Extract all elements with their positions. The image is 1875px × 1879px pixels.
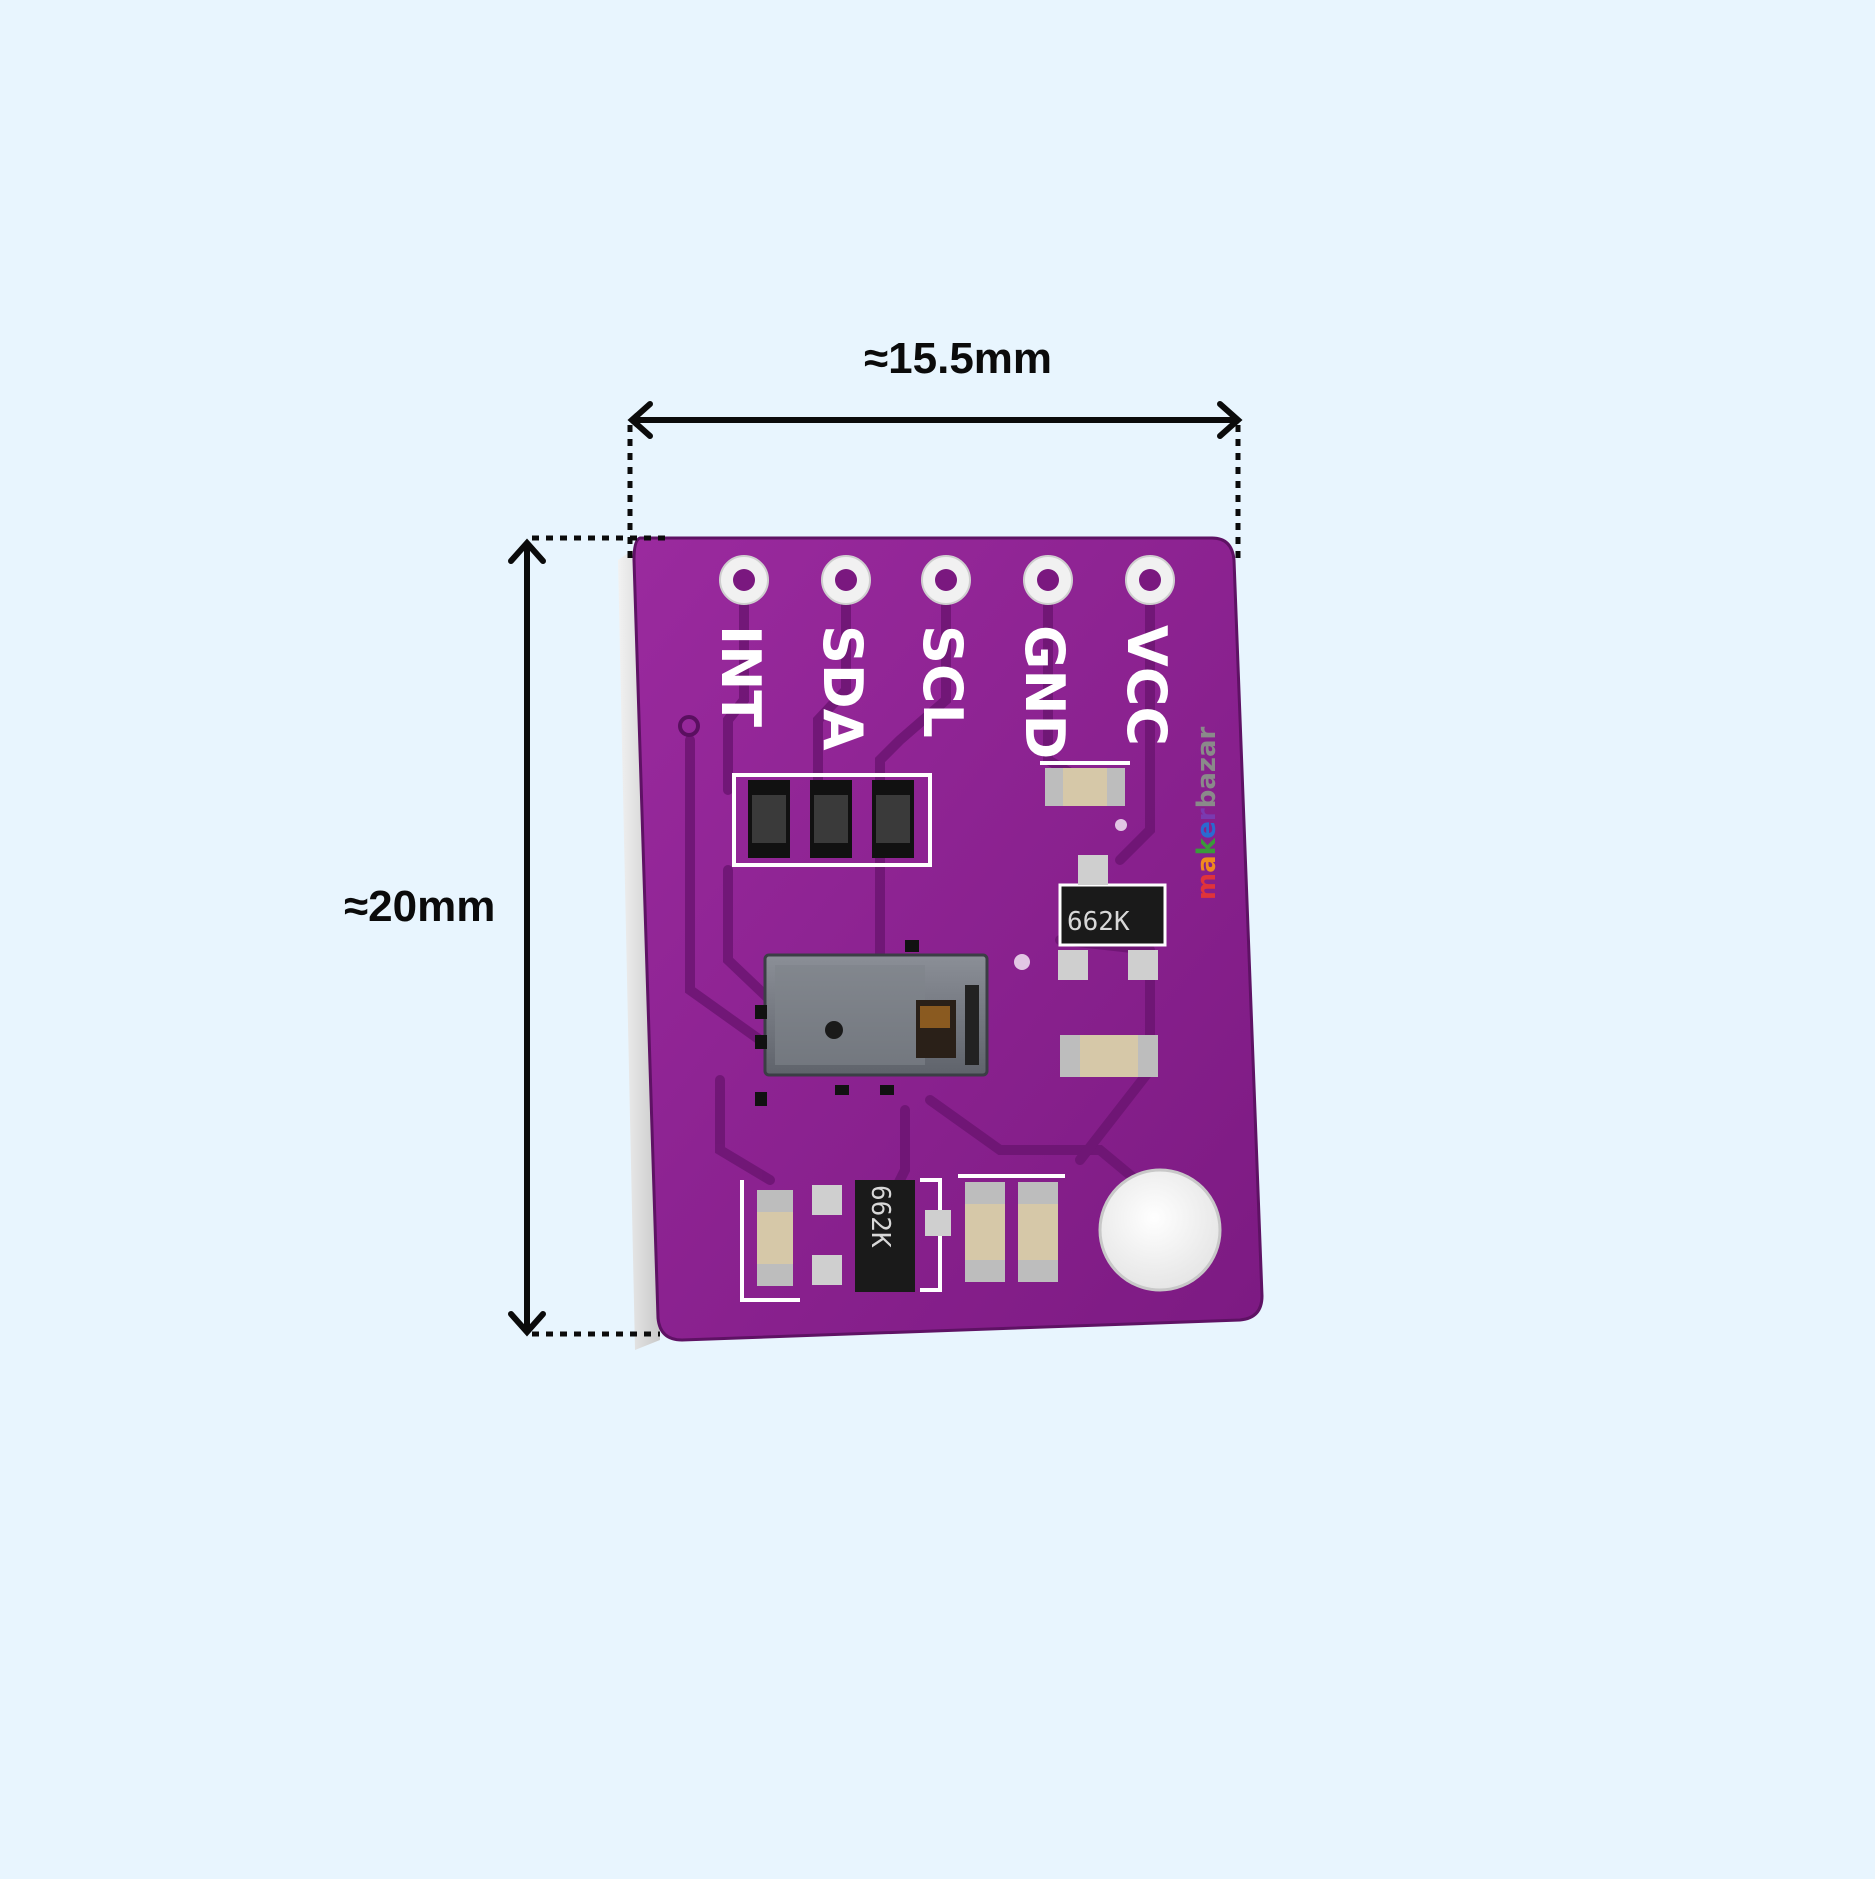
mounting-hole [1098,1168,1222,1292]
width-dimension [627,401,1243,439]
pin-label-vcc: VCC [1115,625,1178,746]
pin-label-sda: SDA [811,625,874,751]
height-extension-lines [532,535,670,1337]
pin-label-int: INT [709,625,772,727]
capacitor-right [1060,1035,1158,1077]
capacitor-top [1040,761,1130,806]
pcb-side-edge [618,545,660,1350]
watermark-logo: makerbazar [1192,726,1222,900]
svg-text:makerbazar: makerbazar [1192,726,1222,900]
resistor-group [732,773,932,867]
height-dimension [508,538,546,1337]
via [1014,954,1030,970]
pcb-traces [685,580,1165,1205]
regulator-chip-top: 662K [1058,855,1167,980]
test-point [678,715,700,737]
pcb-body [632,536,1264,1342]
via [1115,819,1127,831]
chip-marking-bottom: 662K [865,1185,895,1248]
height-dimension-label: ≈20mm [344,882,496,931]
bottom-components: 662K [740,1174,1065,1302]
pin-label-scl: SCL [911,625,974,738]
sensor-chip [755,940,989,1106]
width-dimension-label: ≈15.5mm [864,334,1053,383]
pin-label-gnd: GND [1013,625,1076,759]
header-pins [719,555,1175,605]
chip-marking-top: 662K [1067,907,1130,937]
